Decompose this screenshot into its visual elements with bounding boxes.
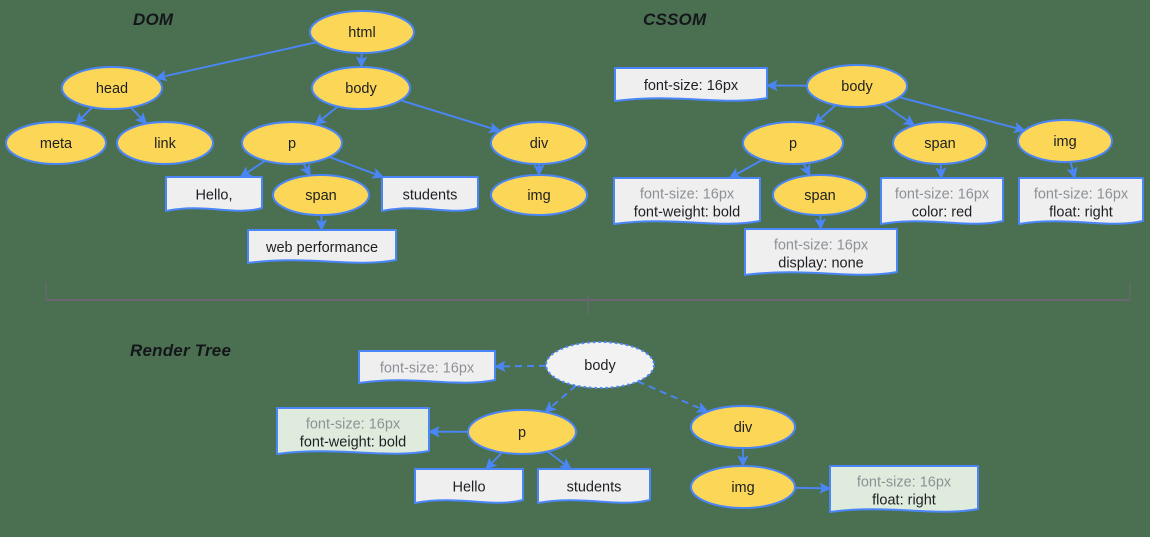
box-text-line: display: none [778, 256, 863, 272]
edge-arrow [400, 99, 501, 134]
edge-arrow [485, 451, 503, 470]
node-label: span [924, 136, 955, 152]
node-label: div [734, 420, 753, 436]
node-label: body [584, 358, 616, 374]
box-text-line: color: red [912, 205, 972, 221]
edge-arrow [155, 41, 317, 82]
edge-arrow [299, 162, 311, 177]
node-label: div [530, 136, 549, 152]
node-label: span [305, 188, 336, 204]
render-tree-section-title: Render Tree [130, 341, 232, 360]
edge-arrow [130, 106, 148, 125]
edge-arrow [728, 158, 764, 179]
edge-arrow [882, 103, 916, 127]
node-label: head [96, 81, 128, 97]
node-label: img [527, 188, 550, 204]
box-text-line: font-size: 16px [895, 187, 990, 203]
cssom-nodes: font-size: 16px font-size: 16px font-weigh… [613, 64, 1144, 276]
node-label: p [288, 136, 296, 152]
node-label: p [518, 425, 526, 441]
edge-arrow [547, 450, 572, 470]
node-label: body [345, 81, 377, 97]
box-text-line: font-size: 16px [644, 78, 739, 94]
edge-arrow [314, 105, 339, 126]
cssom-section-title: CSSOM [643, 10, 707, 29]
box-text-line: font-size: 16px [774, 238, 869, 254]
box-text-line: font-size: 16px [380, 361, 475, 377]
box-text-line: float: right [1049, 205, 1113, 221]
box-text-line: font-weight: bold [634, 205, 740, 221]
cssom-edges [728, 79, 1078, 231]
box-text-line: students [567, 480, 622, 496]
edge-arrow [329, 156, 385, 179]
edge-arrow [493, 360, 547, 373]
render-tree-nodes: font-size: 16px font-size: 16px font-weigh… [276, 341, 979, 513]
box-text-line: font-size: 16px [1034, 187, 1129, 203]
node-label: p [789, 136, 797, 152]
edge-arrow [794, 482, 832, 494]
box-text-line: font-size: 16px [857, 475, 952, 491]
edge-arrow [239, 159, 266, 178]
box-text-line: students [403, 188, 458, 204]
edge-arrow [899, 96, 1026, 134]
node-label: html [348, 25, 375, 41]
section-divider [45, 282, 1131, 314]
box-text-line: Hello, [195, 188, 232, 204]
edge-arrow [813, 104, 837, 125]
box-text-line: float: right [872, 493, 936, 509]
box-text-line: font-size: 16px [640, 187, 735, 203]
node-label: img [1053, 134, 1076, 150]
edge-arrow [637, 380, 709, 413]
edge-arrow [544, 384, 577, 413]
edge-arrow [1066, 161, 1078, 180]
edge-arrow [799, 163, 811, 177]
box-text-line: font-weight: bold [300, 435, 406, 451]
box-text-line: Hello [452, 480, 485, 496]
box-text-line: web performance [265, 240, 378, 256]
render-tree-edges [427, 360, 832, 494]
node-label: span [804, 188, 835, 204]
dom-section-title: DOM [133, 10, 174, 29]
dom-edges [74, 41, 545, 232]
edge-arrow [74, 106, 94, 125]
node-label: link [154, 136, 177, 152]
box-text-line: font-size: 16px [306, 417, 401, 433]
node-label: img [731, 480, 754, 496]
node-label: body [841, 79, 873, 95]
node-label: meta [40, 136, 73, 152]
